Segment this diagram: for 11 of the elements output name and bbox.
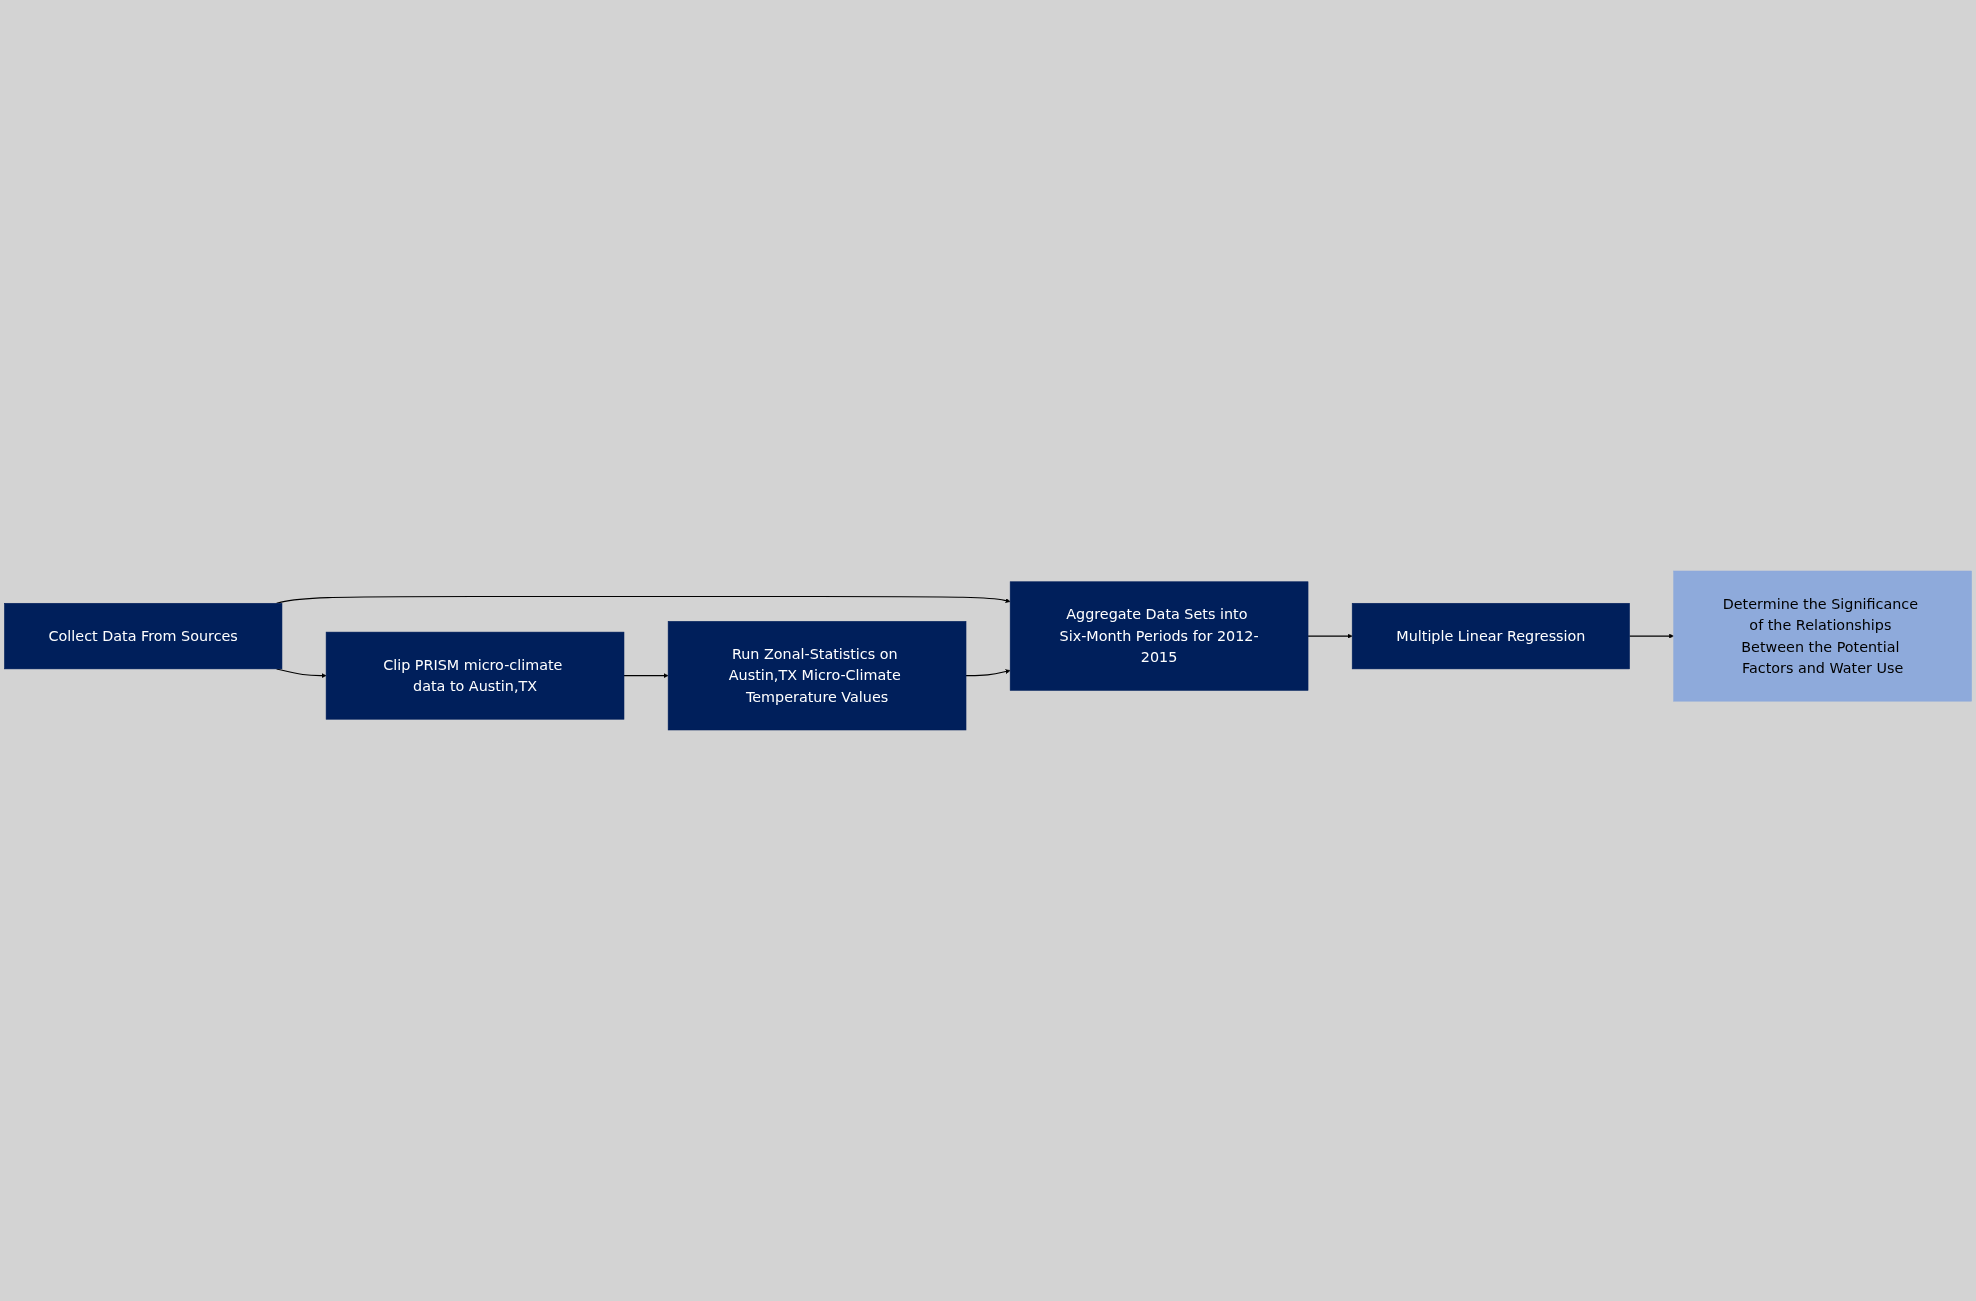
node-box: Clip PRISM micro-climate data to Austin,TX [325,631,625,720]
node-box: Multiple Linear Regression [1351,603,1630,670]
node-box: Run Zonal-Statistics on Austin,TX Micro-Climate Temperature Values [667,621,967,731]
arrow [623,673,669,679]
node-box: Determine the Significance of the Relationships Between the Potential Factors and Water Use [1673,570,1972,702]
arrow [1629,633,1674,639]
node-box: Aggregate Data Sets into Six-Month Periods for 2012-2015 [1009,581,1309,691]
arrow [276,595,1011,604]
arrow [1307,633,1353,639]
node-box: Collect Data From Sources [4,603,283,670]
arrow [965,669,1011,677]
